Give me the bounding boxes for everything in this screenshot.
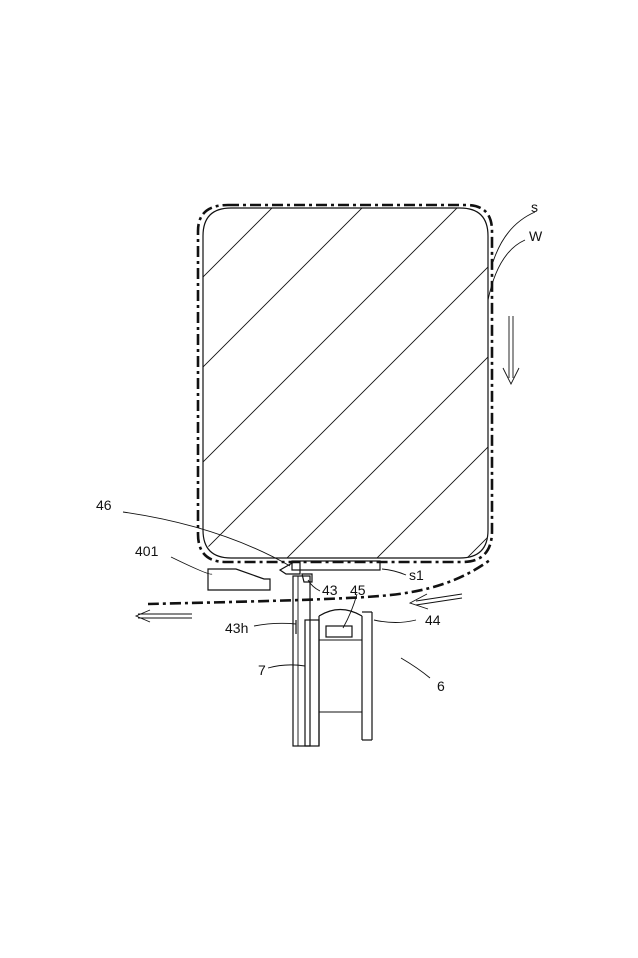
sensor-45 [326,626,352,637]
column-7 [293,576,319,746]
label-46: 46 [96,497,112,513]
label-44: 44 [425,612,441,628]
label-401: 401 [135,543,159,559]
frame-6 [319,610,372,747]
label-45: 45 [350,582,366,598]
label-7: 7 [258,662,266,678]
label-w: W [529,228,543,244]
label-s1: s1 [409,567,424,583]
label-s: s [531,199,538,215]
label-6: 6 [437,678,445,694]
envelope-s [198,205,492,562]
incoming-arrow-icon [410,594,462,609]
label-43: 43 [322,582,338,598]
part-401 [208,569,270,590]
label-43h: 43h [225,620,248,636]
part-46 [280,562,300,574]
left-arrow-icon [136,610,192,622]
down-arrow-icon [503,316,519,384]
